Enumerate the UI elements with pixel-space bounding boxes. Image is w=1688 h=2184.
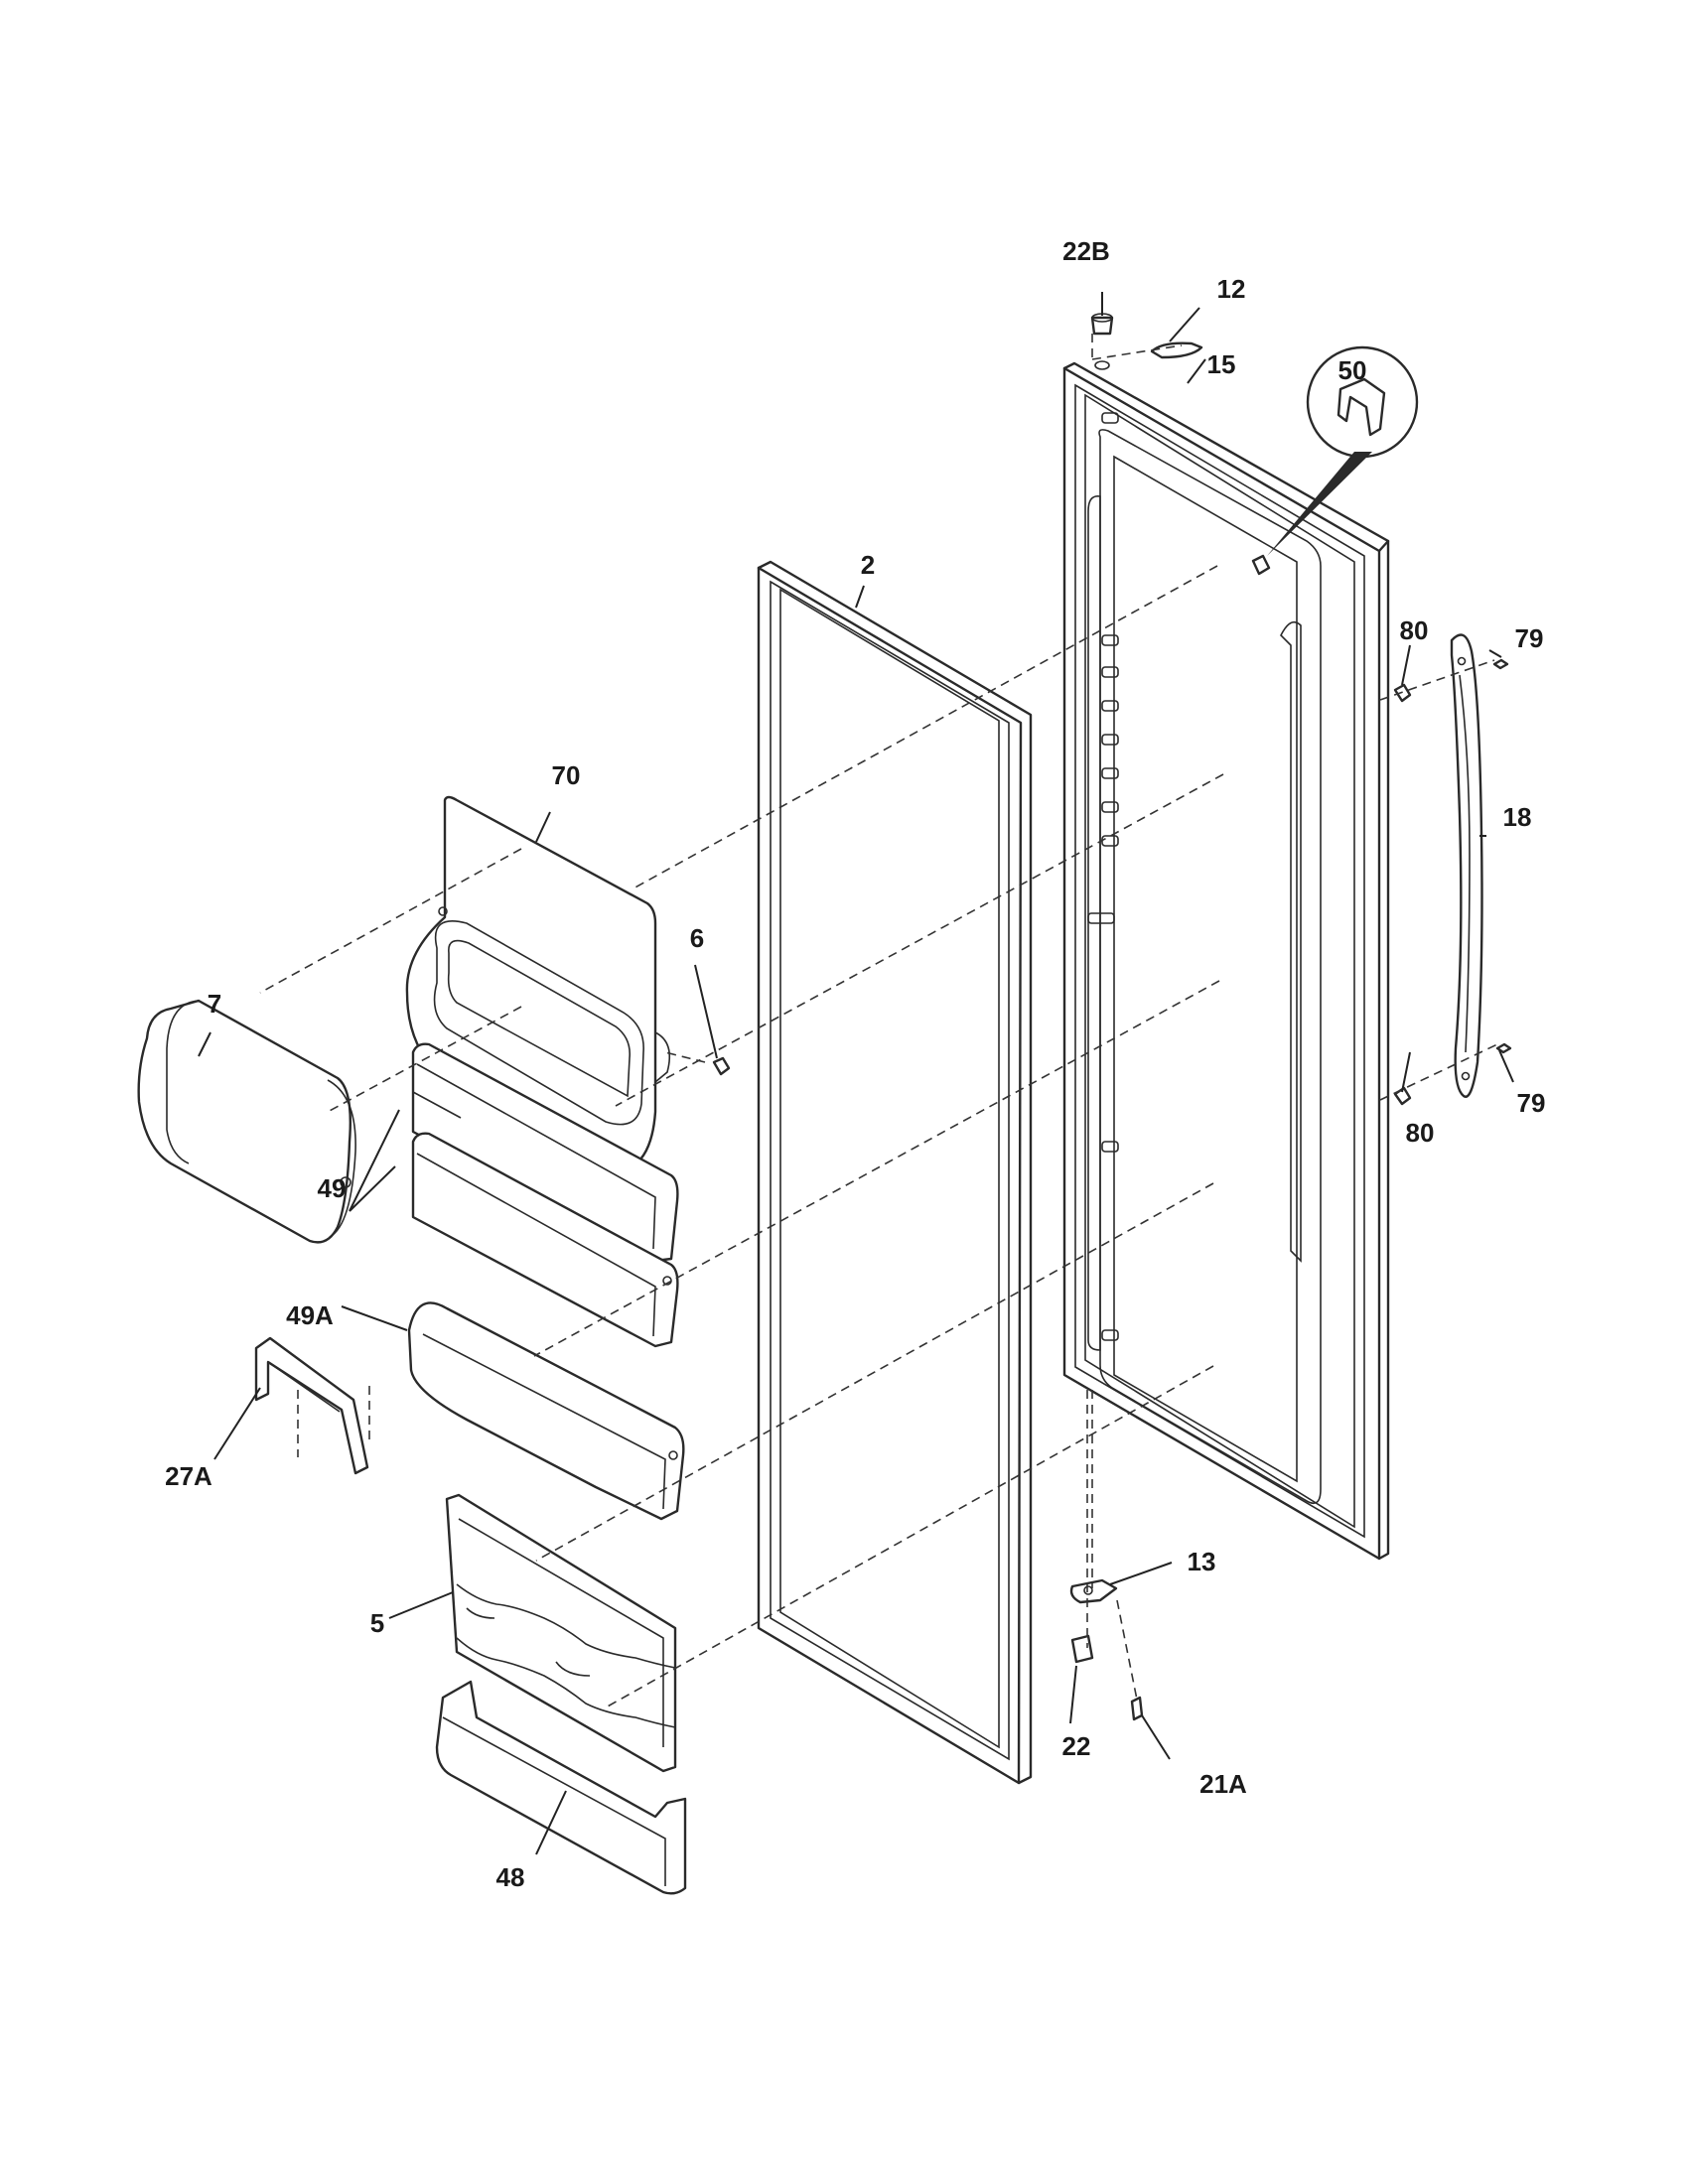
door-bin-large xyxy=(407,1301,685,1521)
callout-70: 70 xyxy=(552,760,581,790)
assembly-lines xyxy=(259,334,1498,1708)
bin-handle xyxy=(254,1336,369,1475)
bottom-hinge xyxy=(1069,1578,1118,1604)
callout-6: 6 xyxy=(690,923,704,953)
door-bin-upper xyxy=(411,1042,679,1263)
callout-49: 49 xyxy=(318,1173,347,1203)
clip-6 xyxy=(712,1056,731,1076)
callout-27A: 27A xyxy=(165,1461,212,1491)
callout-15: 15 xyxy=(1207,349,1236,379)
clip-50 xyxy=(1251,554,1271,576)
callout-79-lower: 79 xyxy=(1517,1088,1546,1118)
detail-bubble xyxy=(1267,345,1419,556)
door-shelf xyxy=(435,1680,687,1895)
top-cap xyxy=(1150,341,1203,359)
callout-13: 13 xyxy=(1188,1547,1216,1576)
leader-lines xyxy=(198,292,1514,1855)
handle-screw-upper xyxy=(1492,658,1509,670)
callout-5: 5 xyxy=(370,1608,384,1638)
callout-12: 12 xyxy=(1217,274,1246,304)
callout-22B: 22B xyxy=(1062,236,1110,266)
callout-22: 22 xyxy=(1062,1731,1091,1761)
callout-80-upper: 80 xyxy=(1400,615,1429,645)
callout-79-upper: 79 xyxy=(1515,623,1544,653)
door-panel xyxy=(1062,360,1390,1561)
callout-49A: 49A xyxy=(286,1300,334,1330)
door-gasket xyxy=(757,560,1033,1785)
callout-7: 7 xyxy=(208,989,221,1019)
bottom-bushing xyxy=(1070,1634,1094,1664)
dairy-door-cover xyxy=(137,999,356,1244)
callout-50: 50 xyxy=(1338,355,1367,385)
callout-48: 48 xyxy=(496,1862,525,1892)
callout-21A: 21A xyxy=(1199,1769,1247,1799)
callout-labels: 22B 12 15 50 2 80 79 18 70 6 7 49 49A 27… xyxy=(165,236,1545,1892)
door-bin-middle xyxy=(411,1132,679,1348)
handle-screw-lower xyxy=(1495,1042,1512,1054)
door-handle xyxy=(1450,633,1483,1098)
handle-stud-upper xyxy=(1393,683,1412,703)
top-hinge-bushing xyxy=(1090,313,1114,336)
callout-2: 2 xyxy=(861,550,875,580)
callout-80-lower: 80 xyxy=(1406,1118,1435,1148)
door-rack xyxy=(445,1493,677,1773)
hinge-screw xyxy=(1130,1696,1144,1721)
callout-18: 18 xyxy=(1503,802,1532,832)
